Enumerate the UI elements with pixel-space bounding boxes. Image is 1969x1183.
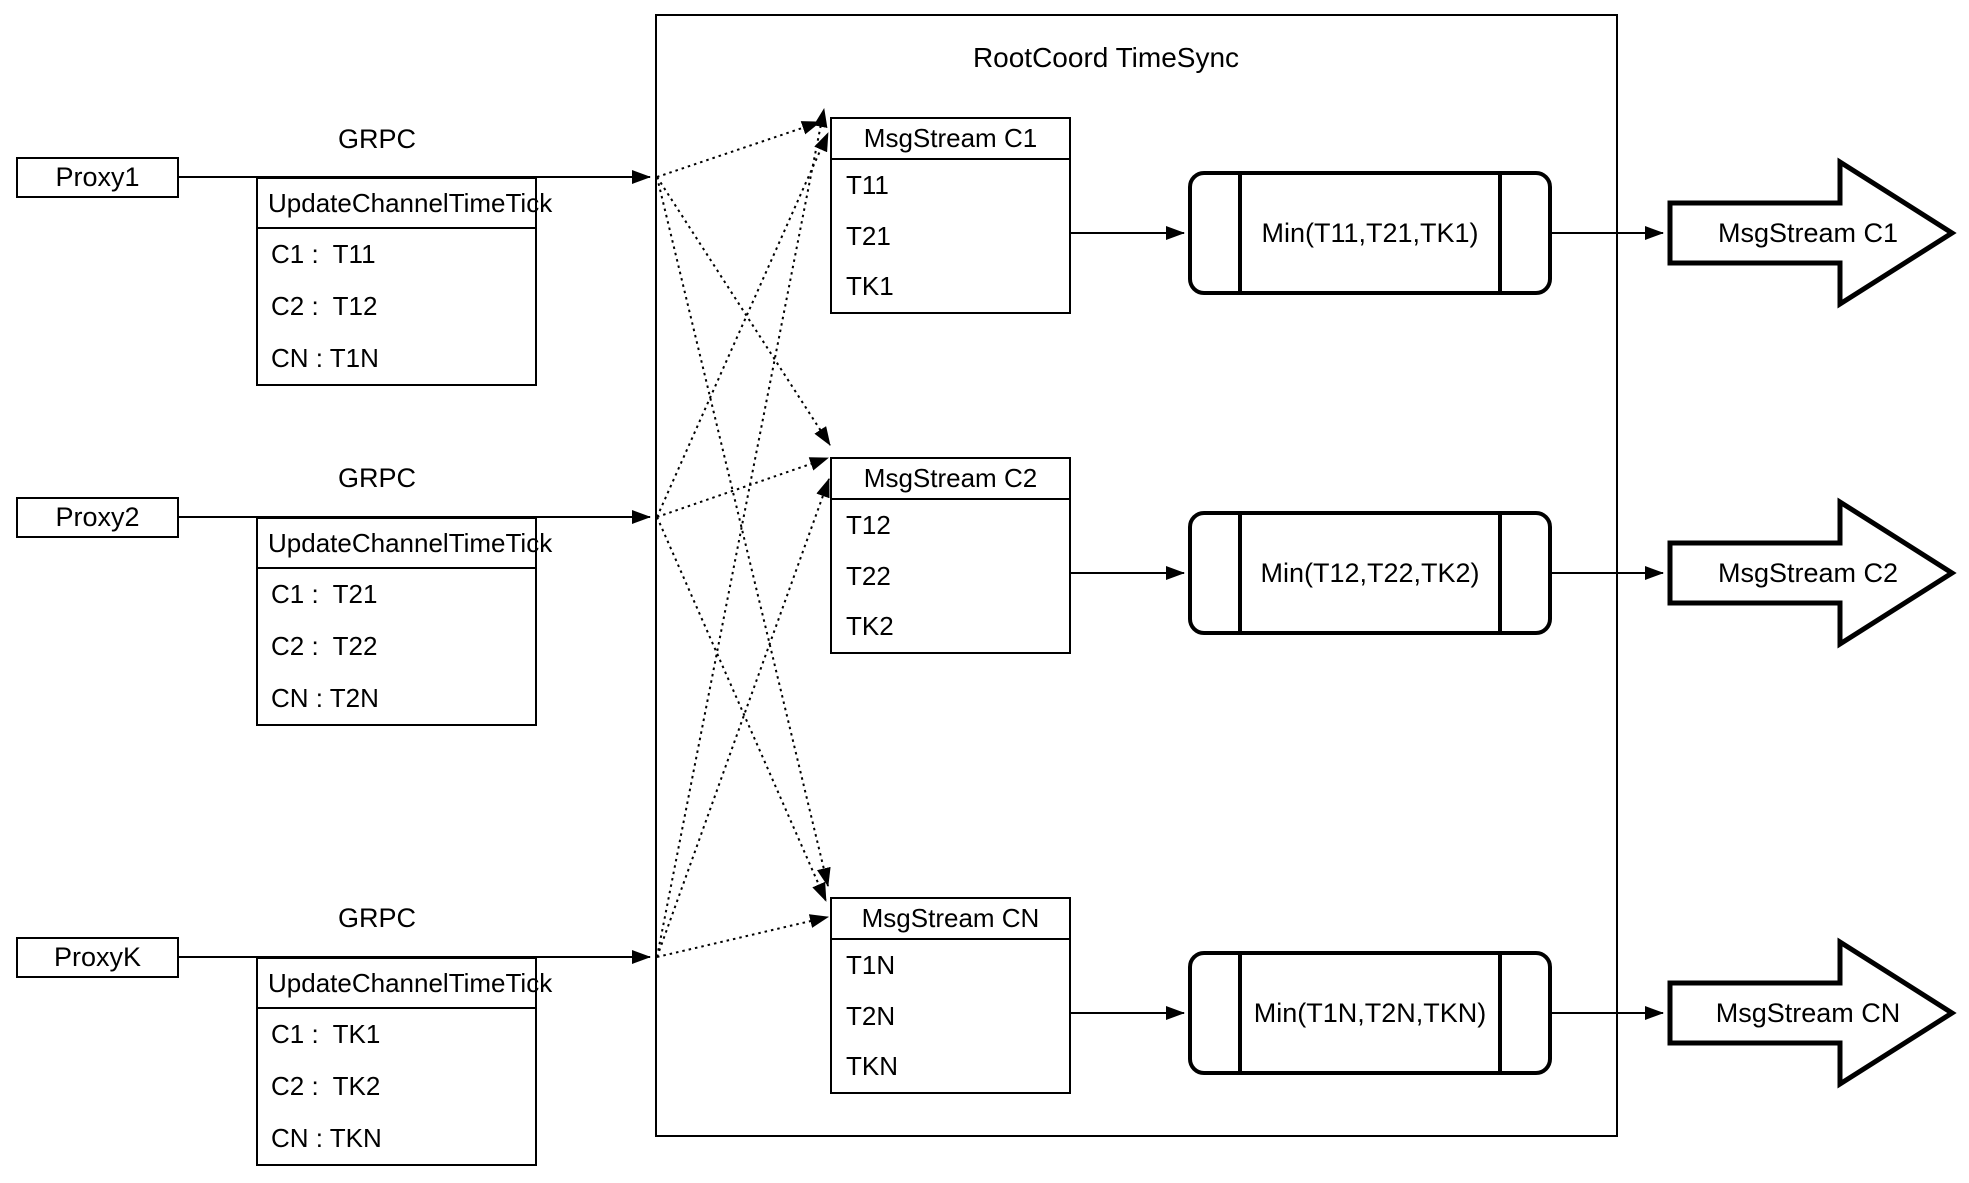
tick-row: T21 xyxy=(846,220,891,251)
rootcoord-title: RootCoord TimeSync xyxy=(972,42,1240,73)
msgstream-c1-body: T11 T21 TK1 xyxy=(832,160,1069,312)
rootcoord-box xyxy=(655,14,1618,1137)
min-operator-boxes xyxy=(1188,171,1552,1075)
dotted-arrow-pk-c1 xyxy=(656,108,828,958)
proxy2-timetick-table: UpdateChannelTimeTick C1 : T21 C2 : T22 … xyxy=(256,517,552,726)
proxy1-timetick-header: UpdateChannelTimeTick xyxy=(258,179,552,229)
tick-row: T22 xyxy=(846,560,891,591)
output-arrow-cn xyxy=(1667,937,1957,1089)
proxy2-timetick-body: C1 : T21 C2 : T22 CN : T2N xyxy=(258,569,535,724)
msgstream-c1-header: MsgStream C1 xyxy=(832,119,1069,160)
proxyk-timetick-table: UpdateChannelTimeTick C1 : TK1 C2 : TK2 … xyxy=(256,957,552,1166)
dotted-arrow-pk-c2 xyxy=(656,478,830,958)
timetick-row: C2 : T22 xyxy=(271,631,378,661)
grpc-label-1: GRPC xyxy=(337,124,416,154)
tick-row: T1N xyxy=(846,949,896,980)
msgstream-cn-body: T1N T2N TKN xyxy=(832,940,1069,1092)
timetick-row: CN : T1N xyxy=(271,342,379,373)
msgstream-cn-header: MsgStream CN xyxy=(832,899,1069,940)
output-arrow-c2 xyxy=(1667,497,1957,649)
tick-row: TK1 xyxy=(846,271,894,302)
msgstream-c2-body: T12 T22 TK2 xyxy=(832,500,1069,652)
dotted-dispatch-arrows xyxy=(656,108,831,958)
timetick-row: C1 : TK1 xyxy=(271,1019,381,1050)
output-stream-arrows xyxy=(1667,157,1957,1089)
proxy2-box: Proxy2 xyxy=(16,497,179,538)
timetick-row: CN : TKN xyxy=(271,1122,382,1153)
proxyk-label: ProxyK xyxy=(53,942,142,972)
tick-row: T2N xyxy=(846,1000,896,1031)
proxyk-timetick-body: C1 : TK1 C2 : TK2 CN : TKN xyxy=(258,1009,535,1164)
grpc-label-2: GRPC xyxy=(337,463,416,493)
dotted-arrow-p2-cn xyxy=(656,516,827,902)
msgstream-c2-header: MsgStream C2 xyxy=(832,459,1069,500)
timetick-row: C1 : T11 xyxy=(271,239,376,270)
minn-box xyxy=(1188,951,1552,1075)
tick-row: TK2 xyxy=(846,611,894,642)
min2-formula: Min(T12,T22,TK2) xyxy=(1260,558,1480,588)
msgstream-c1-table: MsgStream C1 T11 T21 TK1 xyxy=(830,117,1071,314)
msgstream-cn-table: MsgStream CN T1N T2N TKN xyxy=(830,897,1071,1094)
dotted-arrow-p1-c1 xyxy=(656,121,821,178)
proxy1-label: Proxy1 xyxy=(55,162,140,192)
tick-row: T12 xyxy=(846,509,891,540)
timetick-row: C2 : T12 xyxy=(271,291,378,321)
proxy1-box: Proxy1 xyxy=(16,157,179,198)
proxy1-timetick-table: UpdateChannelTimeTick C1 : T11 C2 : T12 … xyxy=(256,177,552,386)
proxy2-timetick-header: UpdateChannelTimeTick xyxy=(258,519,552,569)
dotted-arrow-p1-cn xyxy=(656,176,831,887)
tick-row: TKN xyxy=(846,1051,898,1082)
dotted-arrow-p2-c2 xyxy=(656,457,829,518)
msgstream-c2-table: MsgStream C2 T12 T22 TK2 xyxy=(830,457,1071,654)
timetick-row: C2 : TK2 xyxy=(271,1071,381,1101)
dotted-arrow-p1-c2 xyxy=(656,176,831,446)
proxyk-box: ProxyK xyxy=(16,937,179,978)
output-stream-c1-label: MsgStream C1 xyxy=(1717,218,1899,248)
grpc-label-3: GRPC xyxy=(337,903,416,933)
proxy2-label: Proxy2 xyxy=(55,502,140,532)
dotted-arrow-p2-c1 xyxy=(656,132,829,518)
timetick-row: CN : T2N xyxy=(271,682,379,713)
timetick-row: C1 : T21 xyxy=(271,579,378,610)
output-arrow-c1 xyxy=(1667,157,1957,309)
output-stream-cn-label: MsgStream CN xyxy=(1715,998,1901,1028)
proxy1-timetick-body: C1 : T11 C2 : T12 CN : T1N xyxy=(258,229,535,384)
minn-formula: Min(T1N,T2N,TKN) xyxy=(1253,998,1487,1028)
min1-box xyxy=(1188,171,1552,295)
output-stream-c2-label: MsgStream C2 xyxy=(1717,558,1899,588)
min2-box xyxy=(1188,511,1552,635)
dotted-arrow-pk-cn xyxy=(656,914,829,958)
min1-formula: Min(T11,T21,TK1) xyxy=(1261,218,1479,248)
tick-row: T11 xyxy=(846,169,889,200)
proxyk-timetick-header: UpdateChannelTimeTick xyxy=(258,959,552,1009)
